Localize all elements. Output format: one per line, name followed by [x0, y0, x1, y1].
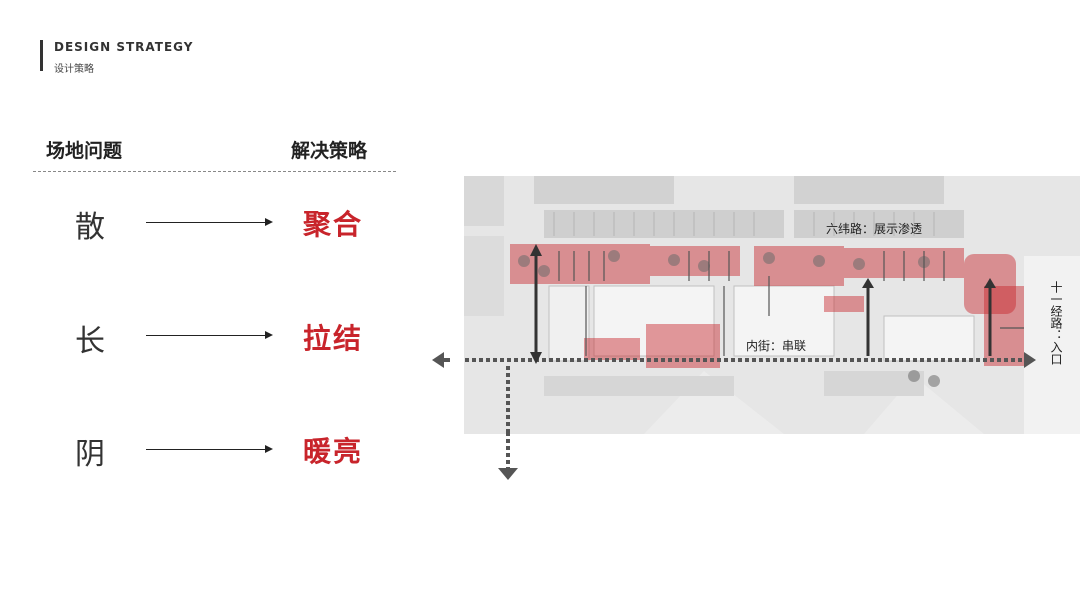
problem-2: 长 [75, 324, 105, 359]
problem-1: 散 [75, 210, 105, 245]
site-plan-drawing [464, 176, 1080, 434]
south-arrow-icon [498, 432, 518, 480]
west-arrow-icon [432, 352, 450, 368]
arrow-3-icon [265, 445, 273, 453]
arrow-2-line [146, 335, 270, 336]
arrow-1-line [146, 222, 270, 223]
solutions-heading: 解决策略 [291, 140, 368, 162]
problem-3: 阴 [75, 437, 105, 472]
header-subtitle: 设计策略 [54, 64, 94, 75]
site-plan: 六纬路：展示渗透 内街：串联 十一经路：入口 [464, 176, 1080, 434]
heading-divider [33, 171, 396, 172]
problems-heading: 场地问题 [46, 140, 123, 162]
north-road-label: 六纬路：展示渗透 [826, 222, 923, 236]
solution-1: 聚合 [303, 208, 364, 241]
solution-3: 暖亮 [303, 435, 364, 468]
solution-2: 拉结 [303, 322, 364, 355]
inner-street-label: 内街：串联 [746, 339, 807, 353]
header-bar [40, 40, 43, 71]
arrow-1-icon [265, 218, 273, 226]
east-road-label: 十一经路：入口 [1049, 281, 1063, 365]
arrow-3-line [146, 449, 270, 450]
header-title: DESIGN STRATEGY [54, 40, 194, 54]
arrow-2-icon [265, 331, 273, 339]
